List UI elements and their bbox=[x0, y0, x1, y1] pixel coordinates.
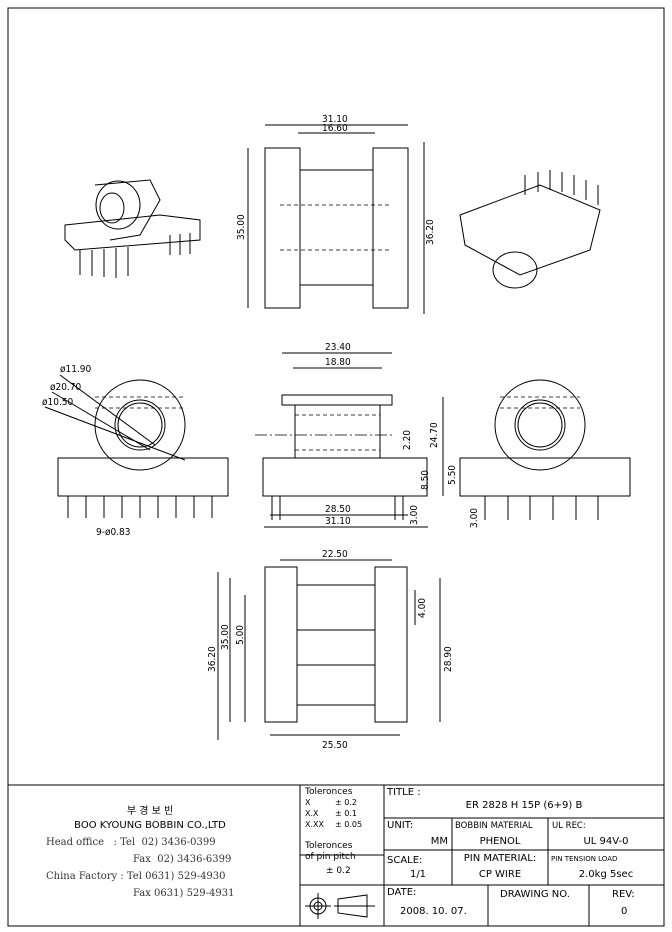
drawing-number-label: DRAWING NO. bbox=[500, 889, 570, 900]
dim-pin-diameter: 9-ø0.83 bbox=[96, 527, 131, 538]
dim-bottom-28-90: 28.90 bbox=[443, 646, 454, 672]
pin-material-value: CP WIRE bbox=[478, 869, 522, 880]
scale-value: 1/1 bbox=[409, 869, 427, 880]
dim-front-24-70: 24.70 bbox=[429, 422, 440, 448]
ul-label: UL REC: bbox=[552, 821, 586, 831]
drawing-title: ER 2828 H 15P (6+9) B bbox=[465, 800, 583, 811]
dim-front-18-80: 18.80 bbox=[325, 357, 351, 368]
title-label: TITLE : bbox=[387, 787, 421, 798]
dim-front-23-40: 23.40 bbox=[325, 342, 351, 353]
isometric-view-left bbox=[64, 179, 201, 278]
ul-value: UL 94V-0 bbox=[583, 836, 629, 847]
pin-material-label: PIN MATERIAL: bbox=[463, 853, 537, 864]
dim-front-3-00: 3.00 bbox=[409, 505, 420, 525]
dim-front-28-50: 28.50 bbox=[325, 504, 351, 515]
dim-bottom-35-00: 35.00 bbox=[220, 624, 231, 650]
scale-label: SCALE: bbox=[387, 855, 423, 866]
dim-bottom-25-50: 25.50 bbox=[322, 740, 348, 751]
dim-top-height-right: 36.20 bbox=[425, 219, 436, 245]
tol-xx-value: ± 0.1 bbox=[335, 809, 357, 818]
dim-top-outer-width: 31.10 bbox=[322, 114, 348, 125]
title-block-grid bbox=[299, 785, 664, 926]
date-value: 2008. 10. 07. bbox=[400, 906, 467, 917]
dim-right-3-00: 3.00 bbox=[469, 508, 480, 528]
tol-xx: X.X bbox=[305, 809, 319, 818]
projection-symbol-icon bbox=[305, 893, 375, 919]
pitch-tolerance-label-2: of pin pitch bbox=[305, 852, 356, 862]
head-office-tel: Head office : Tel 02) 3436-0399 bbox=[46, 837, 216, 848]
dim-top-inner-width: 16.60 bbox=[322, 123, 348, 134]
front-view bbox=[255, 352, 428, 528]
china-factory-tel: China Factory : Tel 0631) 529-4930 bbox=[46, 871, 226, 882]
pin-tension-value: 2.0kg 5sec bbox=[578, 869, 634, 880]
dim-right-5-50: 5.50 bbox=[447, 465, 458, 485]
side-view-left bbox=[44, 374, 229, 518]
bobbin-material-value: PHENOL bbox=[479, 836, 521, 847]
dim-bottom-5-00: 5.00 bbox=[235, 625, 246, 645]
dim-front-2-20: 2.20 bbox=[402, 430, 413, 450]
dim-bottom-4-00: 4.00 bbox=[417, 598, 428, 618]
date-label: DATE: bbox=[387, 887, 417, 898]
tol-xxx: X.XX bbox=[305, 820, 324, 829]
china-factory-fax: Fax 0631) 529-4931 bbox=[133, 888, 235, 899]
dim-top-height-left: 35.00 bbox=[236, 214, 247, 240]
revision-label: REV: bbox=[612, 889, 635, 900]
dim-bottom-22-50: 22.50 bbox=[322, 549, 348, 560]
head-office-fax: Fax 02) 3436-6399 bbox=[133, 854, 232, 865]
isometric-view-right bbox=[459, 170, 601, 289]
unit-value: MM bbox=[430, 836, 448, 847]
pin-tension-label: PIN TENSION LOAD bbox=[551, 855, 618, 863]
pitch-tolerance-value: ± 0.2 bbox=[326, 866, 351, 876]
dim-front-31-10: 31.10 bbox=[325, 516, 351, 527]
tolerances-label: Toleronces bbox=[305, 787, 353, 797]
drawing-frame bbox=[7, 7, 665, 927]
company-name: BOO KYOUNG BOBBIN CO.,LTD bbox=[74, 820, 226, 831]
bottom-view bbox=[217, 559, 441, 740]
dim-front-8-50: 8.50 bbox=[420, 470, 431, 490]
dim-diameter-10-50: ø10.50 bbox=[42, 397, 74, 408]
revision-value: 0 bbox=[621, 906, 628, 917]
bobbin-material-label: BOBBIN MATERIAL bbox=[455, 821, 533, 831]
tol-x: X bbox=[305, 798, 311, 807]
company-korean-name: 부 경 보 빈 bbox=[126, 806, 174, 817]
tol-x-value: ± 0.2 bbox=[335, 798, 357, 807]
top-view bbox=[247, 124, 425, 314]
pitch-tolerance-label: Toleronces bbox=[305, 841, 353, 851]
dim-diameter-20-70: ø20.70 bbox=[50, 382, 82, 393]
tol-xxx-value: ± 0.05 bbox=[335, 820, 363, 829]
dim-bottom-36-20: 36.20 bbox=[207, 646, 218, 672]
unit-label: UNIT: bbox=[387, 820, 414, 831]
side-view-right bbox=[442, 379, 631, 520]
dim-diameter-11-90: ø11.90 bbox=[60, 364, 92, 375]
